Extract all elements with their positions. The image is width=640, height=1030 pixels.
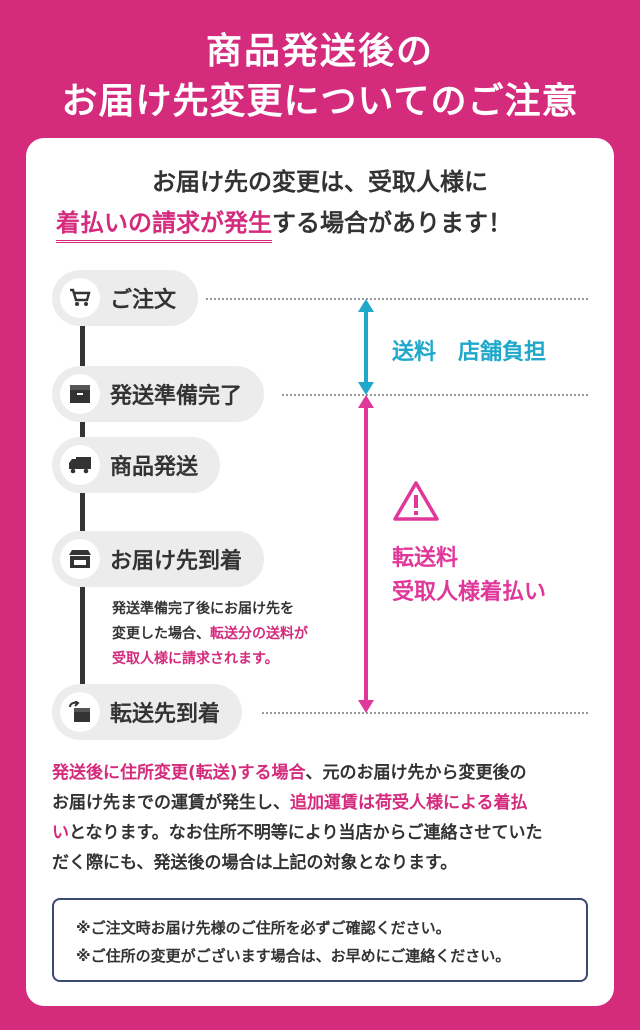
step-forwarded: 転送先到着 [52, 684, 243, 740]
timeline-line-4 [80, 584, 85, 684]
paragraph-line1: 発送後に住所変更(転送)する場合、元のお届け先から変更後の [52, 758, 592, 788]
paragraph-line2-highlight: 追加運賃は荷受人様による着払 [290, 793, 528, 813]
step-ready: 発送準備完了 [52, 366, 265, 422]
step-forwarded-label: 転送先到着 [110, 702, 221, 727]
explanation-paragraph: 発送後に住所変更(転送)する場合、元のお届け先から変更後の お届け先までの運賃が… [52, 758, 592, 878]
header-banner: 商品発送後の お届け先変更についてのご注意 [0, 0, 640, 138]
intro-line2: 着払いの請求が発生する場合があります！ [56, 203, 512, 243]
step-order: ご注文 [52, 270, 199, 326]
paragraph-line4: だく際にも、発送後の場合は上記の対象となります。 [52, 853, 458, 873]
step-order-label: ご注文 [110, 288, 177, 313]
forward-shipping-arrow [358, 395, 374, 713]
step-delivered-label: お届け先到着 [110, 549, 243, 574]
note-line2-plain: 変更した場合、 [112, 626, 210, 642]
note-line3: 受取人様に請求されます。 [112, 651, 279, 667]
paragraph-line1-highlight: 発送後に住所変更(転送)する場合 [52, 763, 306, 783]
note-line2-highlight: 転送分の送料が [210, 626, 308, 642]
paragraph-line1-rest: 、元のお届け先から変更後の [305, 763, 527, 783]
timeline-line-3 [80, 490, 85, 534]
delivery-note: 発送準備完了後にお届け先を 変更した場合、転送分の送料が 受取人様に請求されます… [112, 597, 308, 672]
notice-box: ※ご注文時お届け先様のご住所を必ずご確認ください。 ※ご住所の変更がございます場… [52, 898, 588, 982]
header-title-line2: お届け先変更についてのご注意 [61, 81, 579, 122]
step-shipped: 商品発送 [52, 437, 221, 493]
note-line2: 変更した場合、転送分の送料が [112, 622, 308, 647]
note-line1: 発送準備完了後にお届け先を [112, 601, 294, 617]
intro-line2-rest: する場合があります！ [272, 209, 512, 237]
step-ready-label: 発送準備完了 [110, 384, 243, 409]
dotted-line-forward [262, 712, 588, 714]
truck-icon [60, 445, 100, 485]
paragraph-line3-rest: となります。なお住所不明等により当店からご連絡させていた [69, 823, 543, 843]
paragraph-line2: お届け先までの運賃が発生し、追加運賃は荷受人様による着払 [52, 788, 592, 818]
paragraph-line3-highlight: い [52, 823, 69, 843]
notice-line1: ※ご注文時お届け先様のご住所を必ずご確認ください。 [76, 919, 451, 937]
notice-line2: ※ご住所の変更がございます場合は、お早めにご連絡ください。 [76, 947, 511, 965]
intro-highlight: 着払いの請求が発生 [56, 209, 272, 243]
dotted-line-ready [282, 394, 588, 396]
step-shipped-label: 商品発送 [110, 455, 199, 480]
forward-fee-label: 転送料 [392, 546, 459, 571]
box-icon [60, 374, 100, 414]
store-shipping-label: 送料 店舗負担 [392, 340, 547, 365]
store-icon [60, 539, 100, 579]
paragraph-line2-plain: お届け先までの運賃が発生し、 [52, 793, 290, 813]
warning-icon [393, 481, 439, 521]
intro-line1: お届け先の変更は、受取人様に [152, 168, 488, 196]
forward-box-icon [60, 692, 100, 732]
store-shipping-arrow [358, 299, 374, 395]
timeline-line-2 [80, 420, 85, 440]
dotted-line-order [206, 298, 588, 300]
forward-fee-payer: 受取人様着払い [392, 580, 547, 605]
step-delivered: お届け先到着 [52, 531, 265, 587]
timeline-line-1 [80, 322, 85, 370]
header-title-line1: 商品発送後の [205, 31, 434, 72]
paragraph-line3: いとなります。なお住所不明等により当店からご連絡させていた [52, 818, 592, 848]
cart-icon [60, 278, 100, 318]
